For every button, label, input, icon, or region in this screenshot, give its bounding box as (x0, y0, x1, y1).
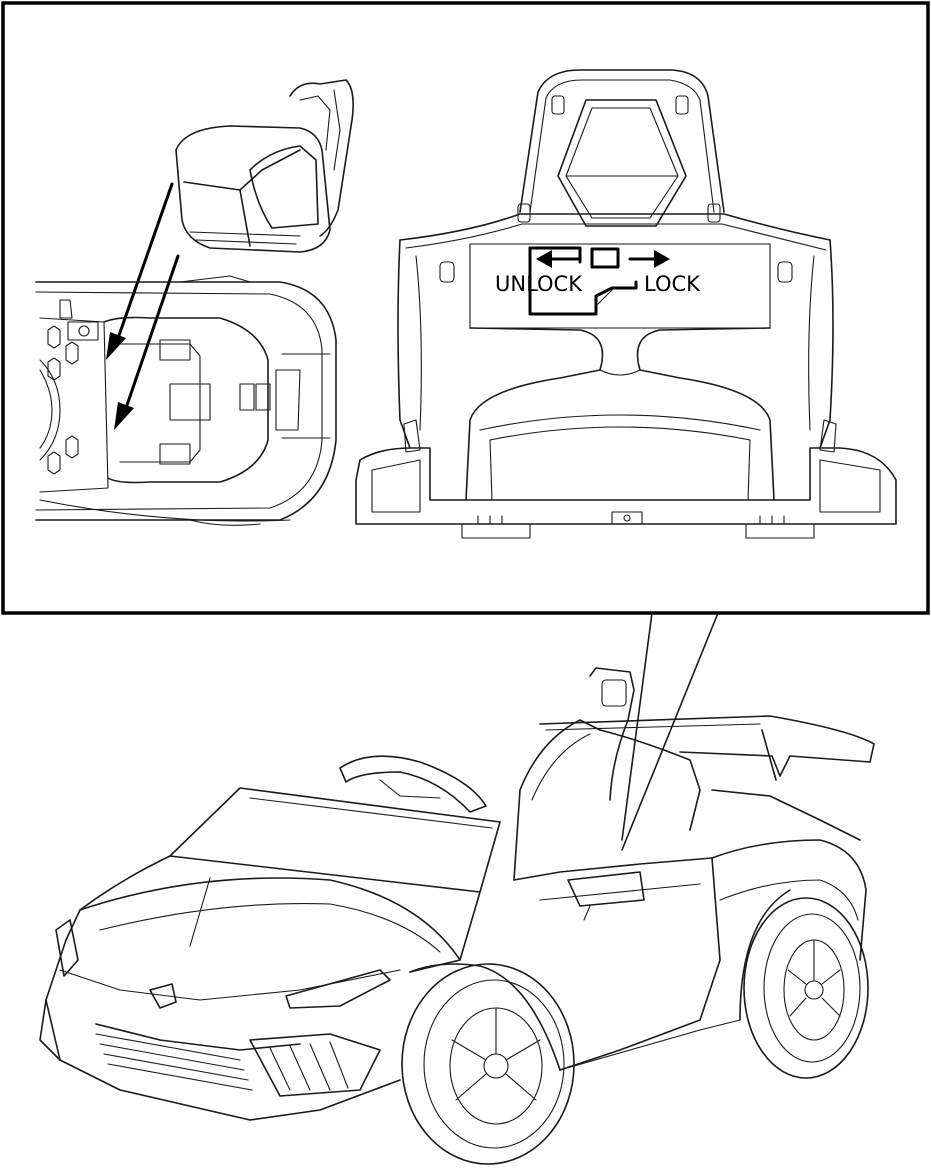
car-perspective-view (39, 667, 875, 1165)
arrow-left-icon (536, 250, 580, 268)
car-top-view (35, 275, 337, 526)
loose-seat (175, 79, 354, 253)
unlock-label: UNLOCK (495, 272, 583, 296)
lock-mechanism (528, 246, 638, 316)
lock-label: LOCK (644, 272, 701, 296)
callout-lines (621, 612, 719, 851)
arrow-down-left-icon (106, 182, 180, 430)
detail-frame (1, 1, 930, 615)
seat-back-view (355, 69, 897, 539)
arrow-right-icon (628, 250, 670, 268)
